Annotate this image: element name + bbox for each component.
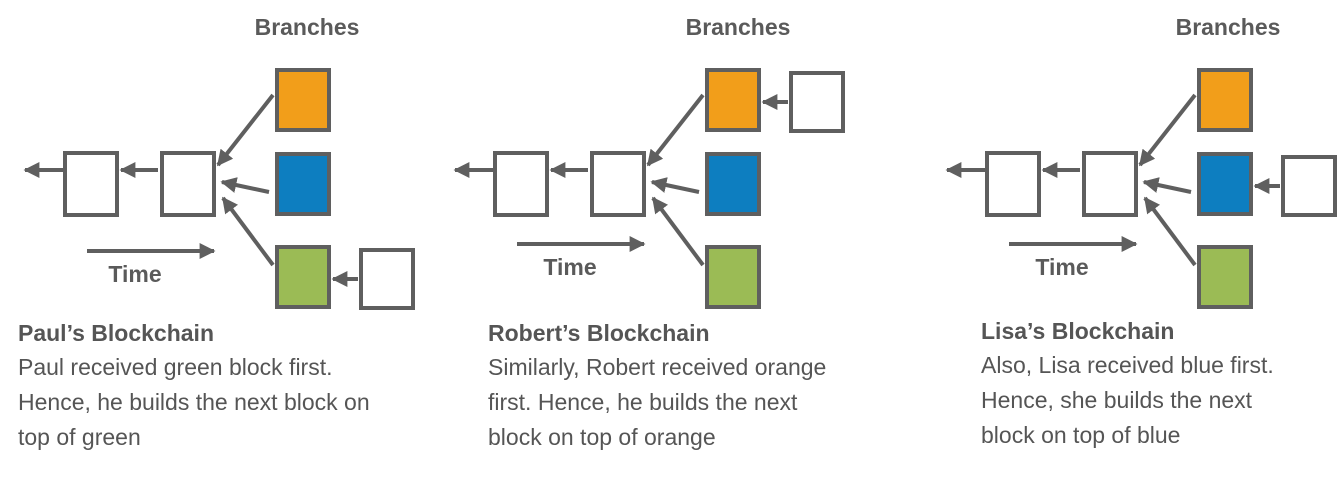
caption-paul: Paul’s Blockchain Paul received green bl… bbox=[18, 316, 370, 455]
caption-line: Hence, he builds the next block on bbox=[18, 389, 370, 415]
branch-arrow bbox=[1143, 196, 1197, 267]
caption-title: Lisa’s Blockchain bbox=[981, 318, 1175, 344]
caption-lisa: Lisa’s Blockchain Also, Lisa received bl… bbox=[981, 314, 1274, 453]
green-block bbox=[1197, 245, 1253, 309]
branch-arrow bbox=[221, 196, 275, 267]
branch-arrow bbox=[216, 93, 275, 167]
time-label: Time bbox=[108, 261, 161, 287]
caption-title: Paul’s Blockchain bbox=[18, 320, 214, 346]
caption-line: block on top of orange bbox=[488, 424, 716, 450]
chain-block bbox=[1082, 151, 1138, 217]
new-block bbox=[1281, 155, 1337, 217]
caption-line: top of green bbox=[18, 424, 141, 450]
caption-line: first. Hence, he builds the next bbox=[488, 389, 798, 415]
chain-block bbox=[590, 151, 646, 217]
time-label: Time bbox=[543, 254, 596, 280]
branches-label: Branches bbox=[255, 14, 360, 40]
blue-block bbox=[275, 152, 331, 216]
orange-block bbox=[1197, 68, 1253, 132]
new-block bbox=[789, 71, 845, 133]
branches-label: Branches bbox=[686, 14, 791, 40]
branch-arrow bbox=[650, 177, 700, 194]
blue-block bbox=[1197, 152, 1253, 216]
caption-line: Similarly, Robert received orange bbox=[488, 354, 827, 380]
green-block bbox=[705, 245, 761, 309]
branch-arrow bbox=[1138, 93, 1197, 167]
chain-block bbox=[160, 151, 216, 217]
chain-block bbox=[63, 151, 119, 217]
caption-line: Paul received green block first. bbox=[18, 354, 333, 380]
branches-label: Branches bbox=[1176, 14, 1281, 40]
branch-arrow bbox=[646, 93, 705, 167]
chain-block bbox=[493, 151, 549, 217]
green-block bbox=[275, 245, 331, 309]
blue-block bbox=[705, 152, 761, 216]
time-label: Time bbox=[1035, 254, 1088, 280]
chain-block bbox=[985, 151, 1041, 217]
caption-robert: Robert’s Blockchain Similarly, Robert re… bbox=[488, 316, 826, 455]
caption-line: Hence, she builds the next bbox=[981, 387, 1253, 413]
branch-arrow bbox=[220, 177, 270, 194]
new-block bbox=[359, 248, 415, 310]
orange-block bbox=[275, 68, 331, 132]
branch-arrow bbox=[1142, 177, 1192, 194]
branch-arrow bbox=[651, 196, 705, 267]
caption-line: block on top of blue bbox=[981, 422, 1181, 448]
caption-line: Also, Lisa received blue first. bbox=[981, 352, 1274, 378]
orange-block bbox=[705, 68, 761, 132]
caption-title: Robert’s Blockchain bbox=[488, 320, 710, 346]
